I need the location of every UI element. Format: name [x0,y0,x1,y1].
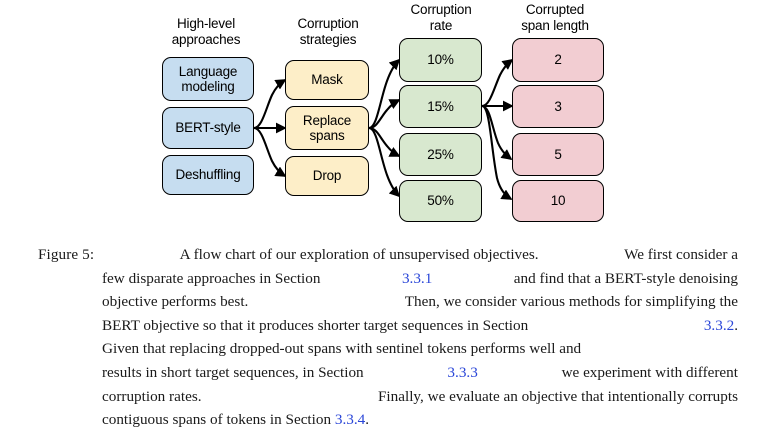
node-rate-15[interactable]: 15% [399,85,482,128]
column-header-corruption-strategies: Corruption strategies [297,16,359,47]
caption-line-5: Given that replacing dropped-out spans w… [38,337,738,361]
caption-text-6b: we experiment with different [561,363,738,381]
caption-line-2: few disparate approaches in Section 3.3.… [38,267,738,291]
node-span-3[interactable]: 3 [512,85,604,128]
node-bert-style[interactable]: BERT-style [162,107,254,149]
arrows-rate-to-span [481,58,514,200]
caption-figure-label: Figure 5: [38,246,95,263]
caption-ref-331[interactable]: 3.3.1 [401,269,433,287]
figure-flow-chart: High-level approaches Corruption strateg… [162,2,604,222]
caption-text-3a: objective performs best. [102,293,249,311]
arrows-approach-to-strategy [253,79,287,177]
caption-line-6: results in short target sequences, in Se… [38,361,738,385]
caption-text-2b: and find that a BERT-style denoising [513,269,738,287]
caption-text-7a: corruption rates. [102,387,202,405]
caption-ref-333[interactable]: 3.3.3 [447,363,478,381]
caption-line-3: objective performs best. Then, we consid… [38,290,738,314]
caption-line-7: corruption rates. Finally, we evaluate a… [38,385,738,409]
caption-text-5: Given that replacing dropped-out spans w… [102,340,582,358]
node-span-2[interactable]: 2 [512,38,604,82]
node-replace-spans[interactable]: Replace spans [285,106,369,150]
node-span-10[interactable]: 10 [512,180,604,222]
caption-text-6a: results in short target sequences, in Se… [102,363,364,381]
node-mask[interactable]: Mask [285,60,369,100]
caption-line-1: Figure 5: A flow chart of our exploratio… [38,243,738,267]
flow-arrows-layer [253,58,514,200]
node-rate-50[interactable]: 50% [399,180,482,222]
caption-text-8a: contiguous spans of tokens in Section [102,411,332,429]
node-span-5[interactable]: 5 [512,133,604,176]
caption-ref-332-wrap: 3.3.2. [704,314,738,338]
node-rate-25[interactable]: 25% [399,133,482,176]
caption-text-1b: We first consider a [624,246,738,263]
caption-line-8: contiguous spans of tokens in Section 3.… [38,408,738,432]
caption-text-7b: Finally, we evaluate an objective that i… [377,387,738,405]
node-language-modeling[interactable]: Language modeling [162,57,254,101]
caption-ref-332[interactable]: 3.3.2 [703,316,735,334]
caption-text-4b: . [734,316,738,334]
caption-text-3b: Then, we consider various methods for si… [404,293,738,311]
caption-text-4a: BERT objective so that it produces short… [102,316,529,334]
column-header-high-level-approaches: High-level approaches [171,16,241,47]
node-drop[interactable]: Drop [285,156,369,196]
figure-caption: Figure 5: A flow chart of our exploratio… [38,243,738,432]
node-deshuffling[interactable]: Deshuffling [162,155,254,195]
node-rate-10[interactable]: 10% [399,38,482,82]
caption-text-1a: A flow chart of our exploration of unsup… [179,246,539,263]
caption-text-8b: . [365,411,370,429]
arrows-strategy-to-rate [368,58,401,198]
column-header-corruption-rate: Corruption rate [410,2,472,33]
caption-line-4: BERT objective so that it produces short… [38,314,738,338]
column-header-corrupted-span-length: Corrupted span length [521,2,589,33]
caption-ref-334[interactable]: 3.3.4 [334,411,366,429]
caption-text-2a: few disparate approaches in Section [102,269,321,287]
